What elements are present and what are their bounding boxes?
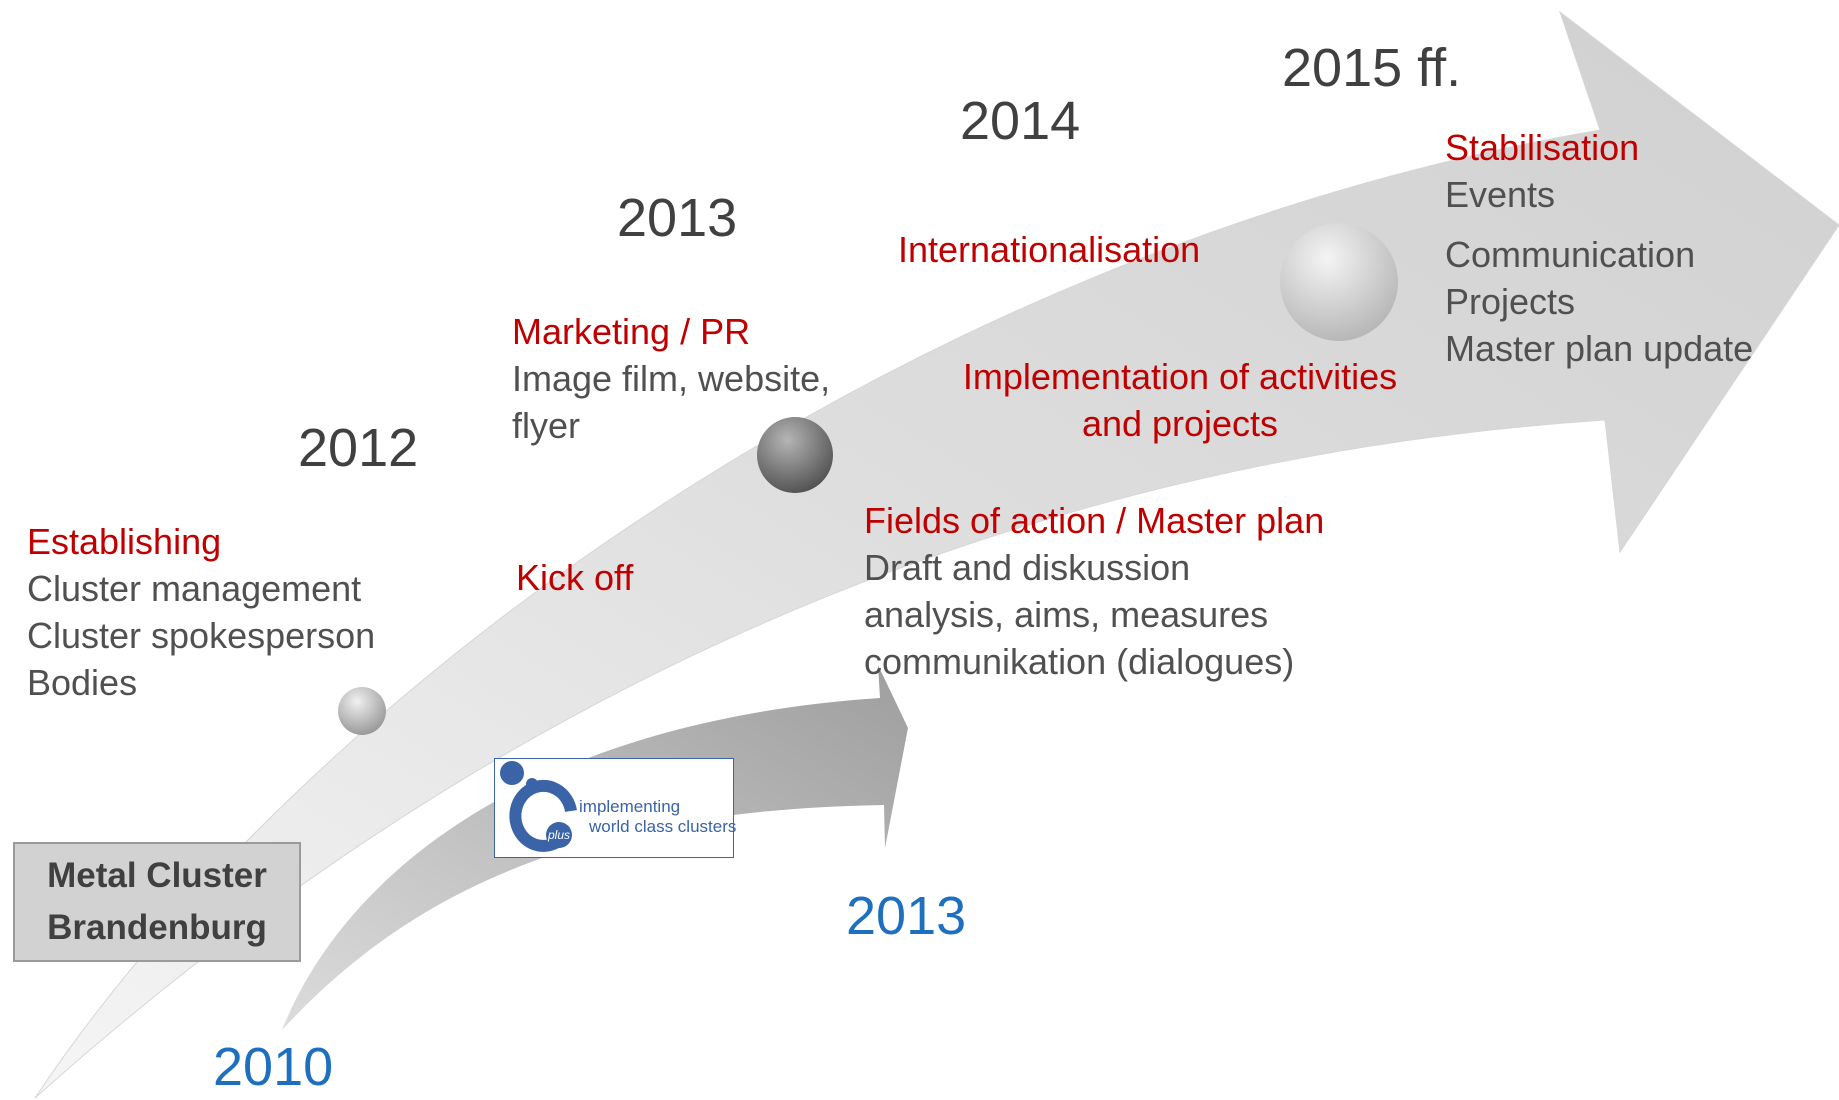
implementation-line: Implementation of activities [962, 356, 1398, 397]
cplus-arrow [282, 665, 908, 1030]
stabilisation-block: Stabilisation Events [1445, 124, 1639, 218]
stabilisation-item: Events [1445, 174, 1556, 215]
cplus-logo: plus implementing world class clusters [494, 758, 737, 858]
fields-heading: Fields of action / Master plan [864, 500, 1325, 541]
cplus-caption-line: implementing [579, 797, 681, 816]
year-2015: 2015 ff. [1282, 38, 1462, 98]
marketing-item: flyer [512, 405, 581, 446]
cluster-name-line: Metal Cluster [47, 856, 267, 895]
kickoff-heading: Kick off [516, 557, 634, 598]
year-2013: 2013 [617, 188, 738, 248]
milestone-dot-2015 [1280, 223, 1398, 341]
establishing-block: Establishing Cluster management Cluster … [27, 518, 375, 706]
internationalisation-heading: Internationalisation [898, 229, 1201, 270]
establishing-heading: Establishing [27, 521, 222, 562]
establishing-item: Cluster management [27, 568, 362, 609]
stabilisation-heading: Stabilisation [1445, 127, 1640, 168]
cluster-name-box: Metal Cluster Brandenburg [13, 842, 301, 962]
stabilisation-item: Master plan update [1445, 328, 1754, 369]
cplus-logo-mark: plus [500, 761, 577, 852]
milestone-dot-2012 [338, 687, 386, 735]
fields-block: Fields of action / Master plan Draft and… [864, 497, 1324, 685]
cplus-caption-line: world class clusters [589, 817, 737, 836]
marketing-item: Image film, website, [512, 358, 831, 399]
fields-item: analysis, aims, measures [864, 594, 1269, 635]
cluster-name-line: Brandenburg [47, 908, 267, 947]
implementation-block: Implementation of activities and project… [932, 353, 1428, 447]
establishing-item: Bodies [27, 662, 138, 703]
year-2014: 2014 [960, 91, 1081, 151]
year-2010-blue: 2010 [213, 1037, 334, 1097]
stabilisation-item: Projects [1445, 281, 1576, 322]
year-2013-blue: 2013 [846, 886, 967, 946]
fields-item: communikation (dialogues) [864, 641, 1295, 682]
marketing-heading: Marketing / PR [512, 311, 751, 352]
milestone-dot-2013 [757, 417, 833, 493]
stabilisation-list: Communication Projects Master plan updat… [1445, 231, 1753, 372]
fields-item: Draft and diskussion [864, 547, 1191, 588]
marketing-block: Marketing / PR Image film, website, flye… [512, 308, 830, 449]
implementation-line: and projects [1081, 403, 1279, 444]
stabilisation-item: Communication [1445, 234, 1696, 275]
establishing-item: Cluster spokesperson [27, 615, 376, 656]
cplus-logo-letters: plus [547, 828, 570, 842]
year-2012: 2012 [298, 418, 419, 478]
